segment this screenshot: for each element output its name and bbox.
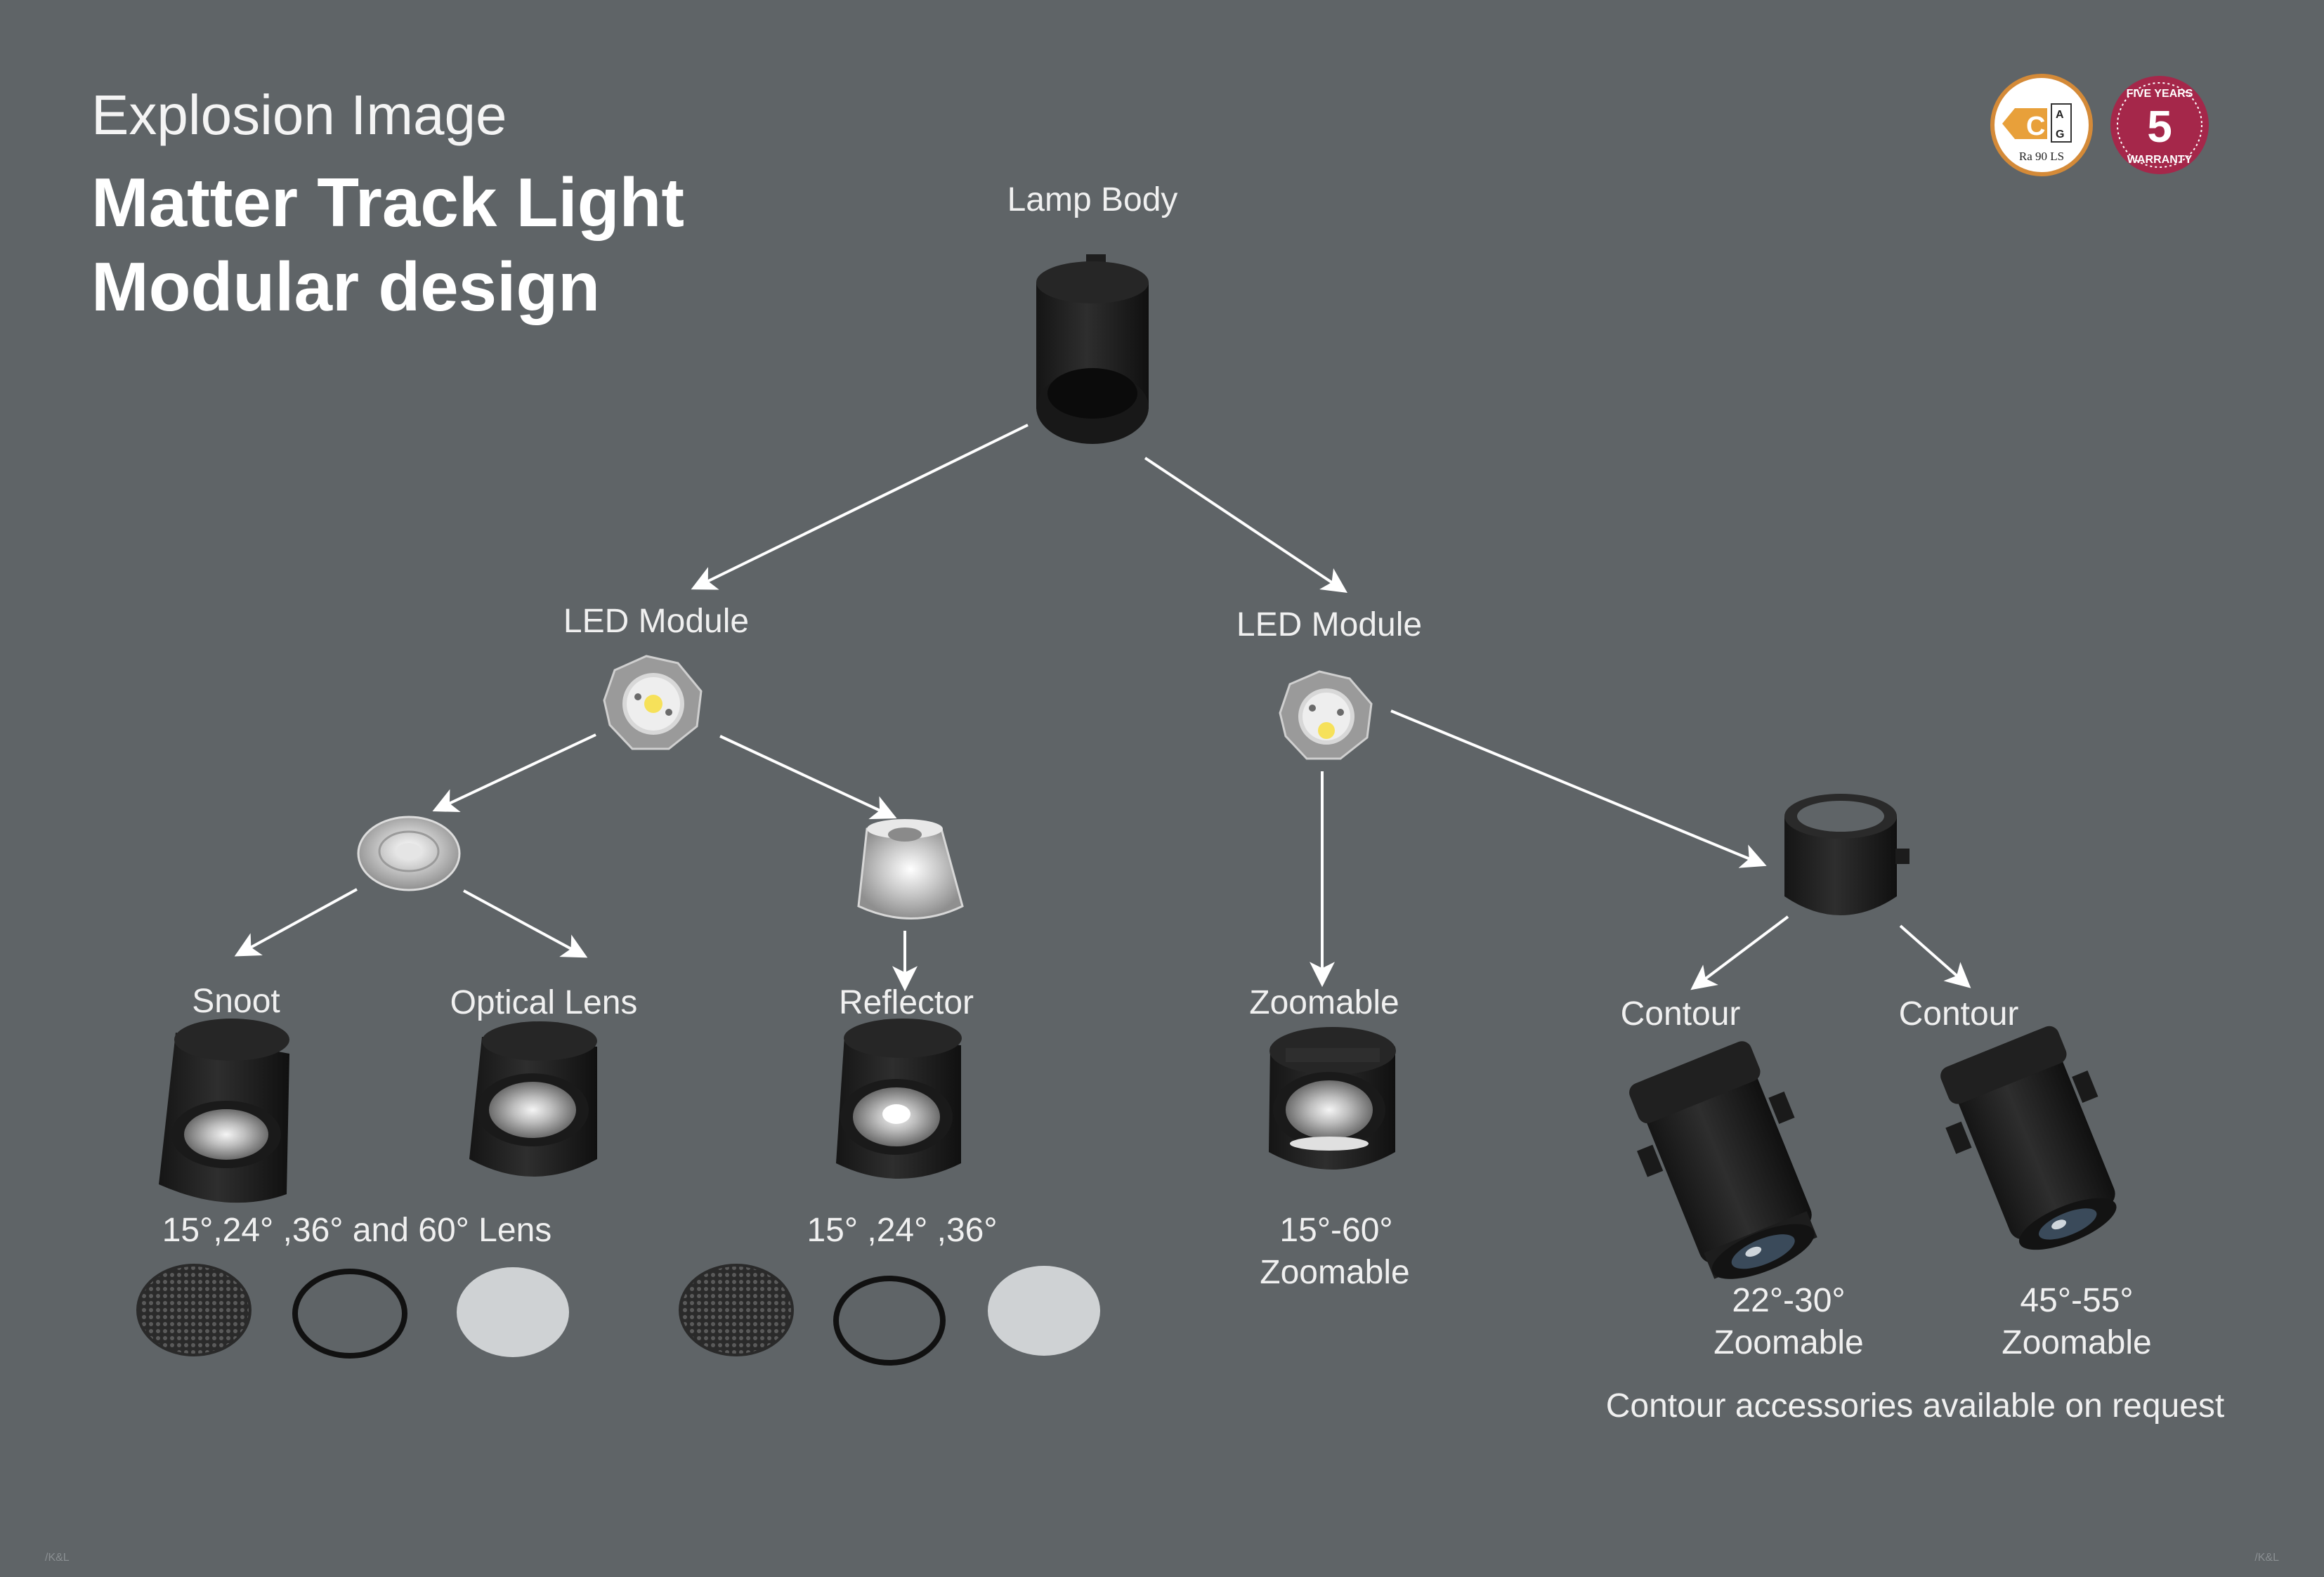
footer-left: /K&L	[45, 1552, 70, 1564]
label-led-module-left: LED Module	[563, 603, 750, 640]
zoomable-module-image	[1269, 1027, 1396, 1170]
accessory-diffuser-1	[457, 1267, 569, 1357]
accessory-honeycomb-1	[136, 1264, 252, 1356]
snoot-module-image	[159, 1019, 289, 1203]
led-module-left-image	[603, 655, 703, 750]
warranty-top-text: FIVE YEARS	[2127, 88, 2193, 100]
spec-contour2-range: 45°-55°	[2020, 1282, 2134, 1319]
warranty-number: 5	[2147, 101, 2172, 152]
label-zoomable: Zoomable	[1249, 984, 1399, 1021]
label-optical-lens: Optical Lens	[450, 984, 638, 1021]
arrow-led-left-to-reflector	[719, 735, 897, 820]
spec-contour1-label: Zoomable	[1713, 1324, 1864, 1361]
subtitle: Explosion Image	[91, 84, 507, 146]
footer-right: /K&L	[2254, 1552, 2279, 1564]
lamp-body-image	[1036, 254, 1149, 444]
title-line-2: Modular design	[91, 248, 601, 325]
accessory-diffuser-2	[988, 1266, 1100, 1356]
energy-rating-badge: C A G Ra 90 LS	[1990, 74, 2093, 176]
spec-contour1-range: 22°-30°	[1732, 1282, 1846, 1319]
label-reflector: Reflector	[838, 984, 974, 1021]
spec-lens-angles: 15°,24° ,36° and 60° Lens	[162, 1212, 552, 1249]
arrow-lamp-to-led-right	[1144, 457, 1347, 593]
spec-reflector-angles: 15° ,24° ,36°	[807, 1212, 998, 1249]
contour-module-1-image	[1629, 1041, 1817, 1279]
contour-module-2-image	[1940, 1026, 2117, 1250]
accessory-honeycomb-2	[679, 1264, 794, 1356]
adapter-ring-image	[1784, 794, 1910, 915]
title-line-1: Matter Track Light	[91, 164, 685, 241]
spec-zoom-range: 15°-60°	[1279, 1212, 1393, 1249]
arrow-lens-to-optical	[463, 889, 588, 958]
accessory-ring-1	[292, 1269, 407, 1359]
lens-element-image	[357, 816, 461, 891]
warranty-badge: 5 FIVE YEARS WARRANTY	[2110, 76, 2209, 174]
reflector-element-image	[857, 819, 964, 920]
spec-contour-note: Contour accessories available on request	[1605, 1387, 2225, 1425]
arrow-led-left-to-lens	[432, 733, 596, 813]
arrow-lamp-to-led-left	[691, 424, 1029, 590]
arrow-led-right-to-ring	[1390, 709, 1767, 868]
reflector-module-image	[836, 1019, 962, 1179]
arrow-lens-to-snoot	[234, 888, 358, 957]
led-module-right-image	[1279, 670, 1373, 760]
spec-contour2-label: Zoomable	[2002, 1324, 2152, 1361]
label-led-module-right: LED Module	[1236, 606, 1423, 643]
energy-scale-bottom: G	[2056, 129, 2064, 140]
label-snoot: Snoot	[192, 983, 280, 1020]
label-contour-2: Contour	[1898, 995, 2019, 1033]
energy-scale-top: A	[2056, 109, 2064, 121]
arrow-ring-to-contour-2	[1899, 924, 1971, 988]
accessory-ring-2	[833, 1276, 946, 1366]
warranty-bottom-text: WARRANTY	[2127, 154, 2193, 166]
energy-caption: Ra 90 LS	[2019, 150, 2064, 163]
energy-grade-text: C	[2026, 112, 2045, 141]
optical-lens-module-image	[469, 1021, 597, 1177]
spec-zoom-label: Zoomable	[1260, 1254, 1410, 1291]
label-contour-1: Contour	[1620, 995, 1741, 1033]
arrow-ring-to-contour-1	[1690, 915, 1789, 990]
label-lamp-body: Lamp Body	[1007, 181, 1178, 218]
